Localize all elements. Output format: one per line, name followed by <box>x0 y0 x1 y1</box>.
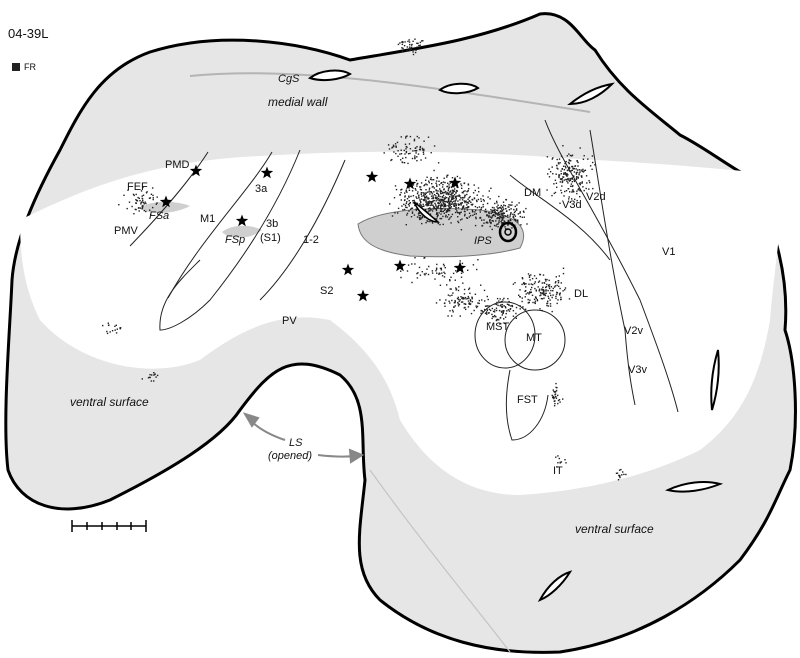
label-m1: M1 <box>200 213 215 225</box>
star-marker <box>260 166 274 179</box>
right-cut-1 <box>710 349 720 411</box>
label-ventral-surface-left: ventral surface <box>70 395 149 409</box>
right-cut-2 <box>664 481 724 493</box>
star-marker <box>189 164 203 177</box>
star-marker <box>448 176 462 189</box>
star-marker <box>453 261 467 274</box>
labeled-cells <box>102 38 627 481</box>
star-marker <box>403 177 417 190</box>
star-marker <box>393 259 407 272</box>
medial-cut-2 <box>567 82 615 106</box>
right-cut-3 <box>537 570 573 602</box>
label-s1: (S1) <box>260 232 281 244</box>
label-pv: PV <box>282 315 297 327</box>
mt-boundary <box>504 309 566 371</box>
medial-cut <box>438 82 480 95</box>
label-ls: LS <box>289 437 303 449</box>
label-fsa: FSa <box>149 210 169 222</box>
label-s2: S2 <box>320 285 333 297</box>
star-marker <box>235 214 249 227</box>
label-3a: 3a <box>255 183 268 195</box>
label-ventral-surface-right: ventral surface <box>575 522 654 536</box>
star-marker <box>356 289 370 302</box>
label-ips: IPS <box>474 235 492 247</box>
label-fef: FEF <box>127 181 148 193</box>
fsp-fundus <box>222 225 262 238</box>
label-1-2: 1-2 <box>303 234 319 246</box>
label-cgs: CgS <box>278 73 300 85</box>
label-fst: FST <box>517 394 538 406</box>
label-it: IT <box>553 465 563 477</box>
mst-boundary <box>474 301 536 369</box>
label-ls-opened: (opened) <box>268 450 312 462</box>
lateral-surface-region <box>20 151 782 495</box>
legend: FR <box>12 62 36 72</box>
label-dl: DL <box>574 288 588 300</box>
scale-bar <box>71 520 147 532</box>
ls-arrows <box>242 412 365 464</box>
ventral-boundary <box>369 469 511 653</box>
star-marker <box>159 195 173 208</box>
label-pmd: PMD <box>165 159 190 171</box>
label-pmv: PMV <box>114 225 139 237</box>
label-v1: V1 <box>662 246 675 258</box>
star-marker <box>341 263 355 276</box>
legend-label: FR <box>24 62 36 72</box>
label-fsp: FSp <box>225 234 245 246</box>
label-medial-wall: medial wall <box>268 95 328 109</box>
star-marker <box>365 170 379 183</box>
label-mt: MT <box>526 332 542 344</box>
cgs-cut <box>307 69 352 82</box>
label-3b: 3b <box>266 218 278 230</box>
medial-boundary <box>189 72 591 113</box>
label-v2v: V2v <box>624 325 643 337</box>
label-dm: DM <box>524 187 541 199</box>
label-v3d: V3d <box>562 199 582 211</box>
case-id-label: 04-39L <box>8 26 49 41</box>
injection-sites <box>413 201 518 243</box>
legend-swatch <box>12 63 20 71</box>
label-v3v: V3v <box>628 364 647 376</box>
area-borders <box>129 119 679 441</box>
label-mst: MST <box>486 321 510 333</box>
star-markers <box>159 164 467 302</box>
label-v2d: V2d <box>586 191 606 203</box>
